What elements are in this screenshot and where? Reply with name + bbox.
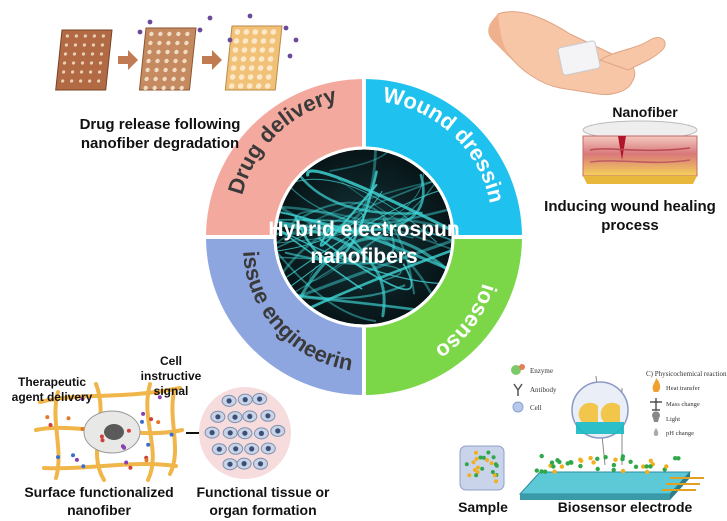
nanofiber-patch	[557, 40, 601, 76]
legend-cell-label: Cell	[530, 404, 542, 412]
balance-icon	[650, 398, 662, 411]
reaction-heat-transfer: Heat transfer	[666, 385, 701, 392]
tissue-formation-illustration	[199, 387, 291, 479]
magnified-receptor-illustration	[571, 375, 629, 466]
flame-icon	[652, 378, 661, 392]
segment-tissue-engineering	[206, 237, 364, 395]
reaction-ph-change: pH change	[666, 430, 694, 437]
sample-label: Sample	[458, 499, 508, 515]
sample-illustration	[459, 445, 505, 491]
ring	[206, 79, 522, 395]
reaction-title: C) Physicochemical reaction	[646, 370, 727, 378]
surface-functionalized-caption: Surface functionalized nanofiber	[24, 484, 174, 518]
skin-section-illustration	[582, 120, 698, 184]
segment-wound-dressing	[364, 79, 522, 237]
wound-healing-caption: Inducing wound healing process	[544, 198, 716, 234]
reaction-mass-change: Mass change	[666, 401, 700, 408]
arrow-icon	[118, 50, 138, 70]
center-title-line1: Hybrid electrospun	[268, 218, 459, 241]
center-title-line2: nanofibers	[310, 245, 417, 268]
nanofiber-core-image	[273, 146, 455, 328]
cell-instructive-signal-label: Cell instructive signal	[140, 354, 202, 398]
drug-release-caption: Drug release following nanofiber degrada…	[79, 116, 241, 152]
biosensor-legend	[511, 364, 525, 413]
electrode-illustration	[518, 453, 704, 500]
drop-icon	[653, 428, 659, 436]
nanofiber-label: Nanofiber	[612, 104, 678, 120]
legend-antibody-label: Antibody	[530, 386, 557, 394]
reaction-icons	[650, 378, 662, 436]
segment-biosensors	[364, 237, 522, 395]
segment-drug-delivery	[206, 79, 364, 237]
reaction-light: Light	[666, 416, 680, 423]
functional-tissue-caption: Functional tissue or organ formation	[196, 484, 330, 518]
therapeutic-agent-label: Therapeutic agent delivery	[11, 375, 93, 404]
drug-release-illustration	[55, 13, 299, 91]
bulb-icon	[651, 411, 660, 422]
scaffold-illustration	[34, 382, 184, 482]
biosensor-electrode-label: Biosensor electrode	[557, 499, 693, 515]
hand-illustration	[488, 11, 666, 95]
legend-enzyme-label: Enzyme	[530, 367, 553, 375]
arrow-icon	[202, 50, 222, 70]
